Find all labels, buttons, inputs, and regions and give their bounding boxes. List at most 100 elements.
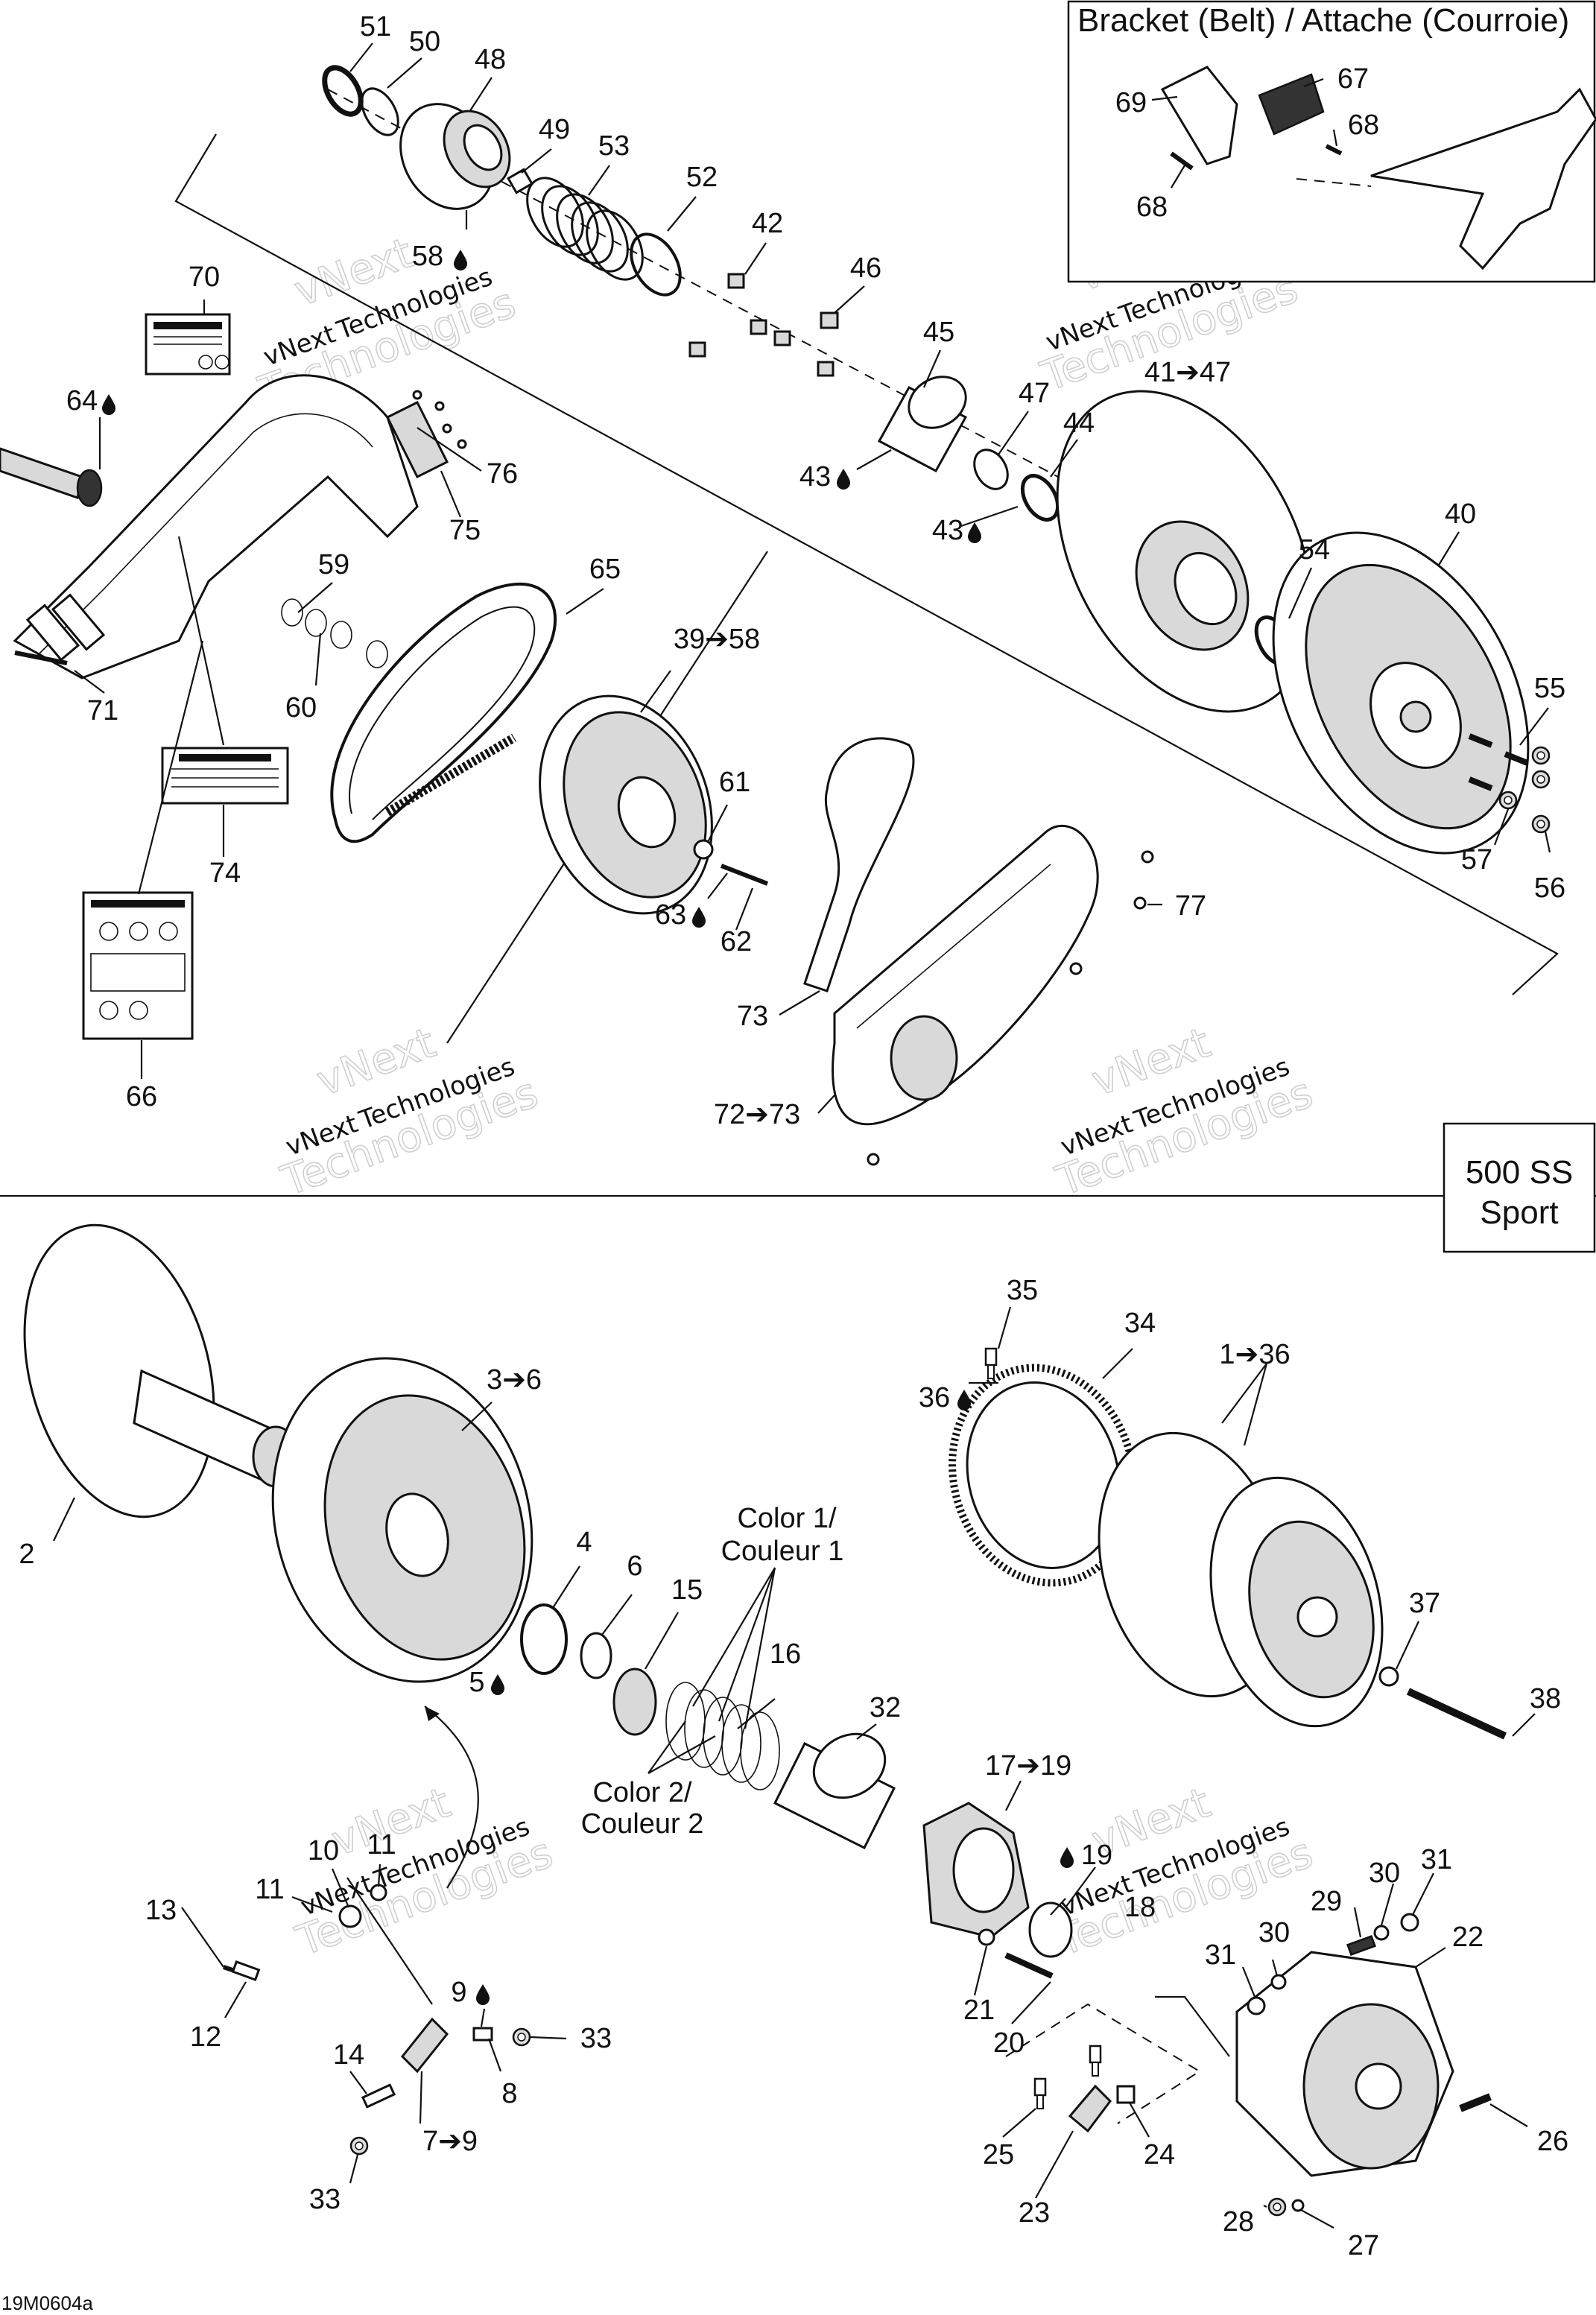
fixed-sheave-41 — [1056, 390, 1314, 713]
screw-68b — [1170, 151, 1194, 171]
spider-17 — [922, 1802, 1030, 1939]
washer-27 — [1291, 2199, 1305, 2212]
callout-72-73: 72➔73 — [714, 1099, 800, 1130]
retaining-ring-47 — [973, 449, 1009, 490]
watermark-mid-left: vNext vNext Technologies Technologies — [274, 1018, 545, 1206]
diagram-code: 19M0604a — [1, 2292, 93, 2314]
callout-53: 53 — [598, 130, 630, 162]
roller-10 — [338, 1904, 362, 1928]
cam-detail-leader — [1155, 1995, 1230, 2057]
nut-33b — [349, 2136, 369, 2156]
washer-61 — [693, 839, 714, 860]
washers-59-60 — [281, 598, 388, 668]
callout-43b: 43 — [932, 515, 963, 546]
bolt-38 — [1406, 1688, 1507, 1740]
callout-33b: 33 — [309, 2184, 341, 2215]
spring-53 — [526, 177, 644, 281]
callout-9: 9 — [451, 1977, 466, 2008]
callout-22: 22 — [1452, 1922, 1483, 1953]
oil-drop-icon — [968, 522, 981, 543]
callout-77: 77 — [1175, 890, 1206, 922]
callout-17-19: 17➔19 — [985, 1750, 1071, 1782]
washer-21 — [978, 1928, 995, 1946]
callout-33a: 33 — [580, 2023, 612, 2054]
assembly-arrow — [424, 1706, 479, 1889]
oil-drop-icon — [957, 1390, 971, 1410]
callout-69: 69 — [1115, 87, 1147, 118]
callout-30a: 30 — [1369, 1858, 1400, 1889]
callout-leaders — [53, 42, 1551, 2229]
callout-38: 38 — [1530, 1683, 1561, 1714]
model-name-line2: Sport — [1480, 1194, 1558, 1231]
callout-27: 27 — [1348, 2230, 1379, 2261]
callout-11a: 11 — [367, 1829, 396, 1860]
callout-51: 51 — [360, 11, 391, 42]
retaining-ring-51 — [322, 65, 364, 117]
callout-35: 35 — [1007, 1275, 1038, 1306]
callout-59: 59 — [318, 549, 349, 580]
callout-34: 34 — [1124, 1308, 1156, 1339]
callout-30b: 30 — [1258, 1917, 1290, 1948]
drive-pulley-1 — [1098, 1431, 1384, 1728]
spring-29 — [1346, 1935, 1376, 1956]
callout-11b: 11 — [255, 1874, 284, 1905]
bracket-75 — [385, 400, 449, 479]
inset-frame-rail — [1296, 87, 1596, 270]
callout-44: 44 — [1063, 408, 1095, 439]
callout-21: 21 — [963, 1995, 995, 2026]
oil-drop-icon — [837, 469, 850, 490]
assembly-arrow-head — [425, 1706, 440, 1721]
callout-67: 67 — [1337, 63, 1369, 95]
model-name-line1: 500 SS — [1466, 1154, 1573, 1191]
color1-label-line1: Color 1/ — [737, 1503, 836, 1534]
callout-56: 56 — [1534, 873, 1565, 904]
callout-36: 36 — [919, 1382, 950, 1413]
callout-60: 60 — [285, 692, 317, 723]
callout-41-47: 41➔47 — [1144, 357, 1231, 388]
nut-28 — [1267, 2197, 1287, 2217]
callout-68a: 68 — [1348, 110, 1379, 141]
governor-cup-22 — [1235, 1951, 1454, 2177]
oil-drop-icon — [102, 394, 115, 415]
slider-shoe-49 — [507, 168, 533, 194]
callout-64: 64 — [66, 385, 98, 417]
callout-6: 6 — [627, 1551, 642, 1582]
slider-buttons-42 — [688, 273, 835, 377]
callout-32: 32 — [870, 1692, 901, 1723]
movable-sheave-40 — [1272, 531, 1530, 855]
shaft-64 — [0, 447, 103, 507]
decal-70 — [145, 313, 231, 376]
decal-66 — [82, 891, 194, 1040]
cam-arm-23 — [1068, 2084, 1112, 2133]
pins-55-57 — [1468, 733, 1551, 834]
callout-28: 28 — [1223, 2206, 1254, 2238]
callout-16: 16 — [770, 1638, 801, 1670]
callout-43a: 43 — [799, 461, 831, 493]
callout-20: 20 — [993, 2027, 1025, 2059]
callout-13: 13 — [145, 1895, 177, 1926]
pin-8 — [472, 2027, 493, 2042]
slider-button-46 — [820, 311, 839, 329]
callout-55: 55 — [1534, 673, 1565, 704]
color2-label-line2: Couleur 2 — [581, 1808, 704, 1840]
rivets-76 — [412, 390, 467, 449]
bolt-20 — [1004, 1952, 1054, 1979]
belt-guard-71 — [13, 374, 419, 680]
callout-31a: 31 — [1421, 1844, 1452, 1875]
callout-66: 66 — [126, 1081, 157, 1112]
callout-12: 12 — [190, 2021, 221, 2053]
roller-24 — [1116, 2085, 1136, 2104]
callout-31b: 31 — [1205, 1939, 1236, 1971]
callout-71: 71 — [87, 695, 118, 726]
pin-14 — [361, 2083, 396, 2109]
cam-detail-dashed — [1005, 2003, 1201, 2124]
callout-50: 50 — [409, 26, 440, 57]
lever-7 — [400, 2017, 449, 2074]
movable-sheave-3 — [271, 1357, 533, 1683]
callout-46: 46 — [850, 253, 881, 284]
callout-3-6: 3➔6 — [487, 1364, 542, 1396]
washer-30a — [1373, 1925, 1390, 1941]
model-box — [1443, 1122, 1596, 1253]
ring-6 — [580, 1632, 612, 1679]
